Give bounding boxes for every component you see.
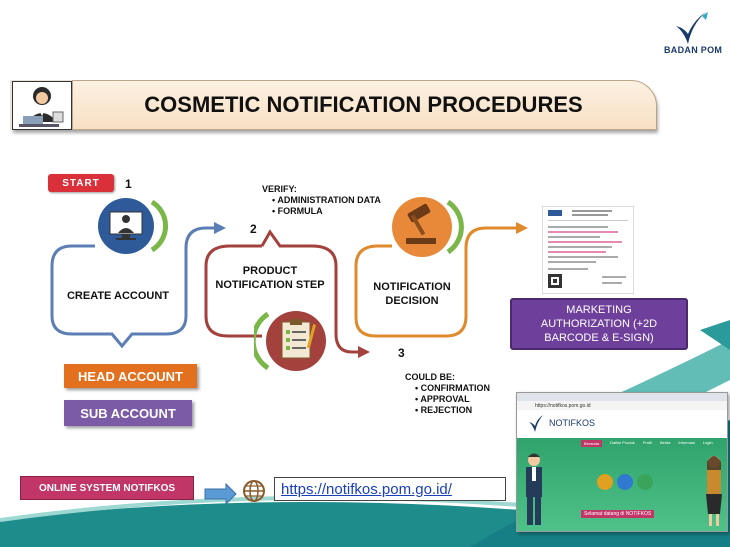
- could-be-item: APPROVAL: [415, 394, 490, 405]
- could-be-items: CONFIRMATION APPROVAL REJECTION: [405, 383, 490, 416]
- verify-item: ADMINISTRATION DATA: [272, 195, 381, 206]
- online-system-label: ONLINE SYSTEM NOTIFKOS: [20, 476, 194, 500]
- notifkos-url-link[interactable]: https://notifkos.pom.go.id/: [281, 480, 452, 498]
- step-2-number: 2: [250, 222, 257, 236]
- certificate-document-icon: [542, 206, 634, 294]
- head-account-button[interactable]: HEAD ACCOUNT: [64, 364, 197, 388]
- businessman-icon: [526, 453, 542, 525]
- site-welcome-text: Selamat datang di NOTIFKOS: [581, 510, 655, 518]
- url-box[interactable]: https://notifkos.pom.go.id/: [274, 477, 506, 501]
- browser-address-bar: https://notifkos.pom.go.id: [517, 401, 727, 410]
- globe-icon: [243, 480, 265, 502]
- verify-item: FORMULA: [272, 206, 381, 217]
- browser-tab-bar: [517, 393, 727, 401]
- computer-user-icon: [98, 198, 169, 254]
- notifkos-brand: NOTIFKOS: [549, 418, 596, 428]
- site-nav-item[interactable]: Daftar Produk: [610, 440, 635, 445]
- notification-decision-line2: DECISION: [385, 295, 439, 307]
- product-notification-step-label: PRODUCT NOTIFICATION STEP: [214, 264, 326, 292]
- site-nav-item[interactable]: Login: [702, 440, 713, 445]
- site-menu-icons: [597, 474, 653, 490]
- could-be-item: CONFIRMATION: [415, 383, 490, 394]
- start-badge: START: [48, 174, 114, 192]
- bpom-logo-icon: [676, 12, 708, 44]
- marketing-authorization-box: MARKETING AUTHORIZATION (+2D BARCODE & E…: [510, 298, 688, 350]
- site-nav-item[interactable]: Beranda: [581, 440, 603, 447]
- site-nav: Beranda Daftar Produk Profil Berita Info…: [517, 438, 727, 447]
- sub-account-button[interactable]: SUB ACCOUNT: [64, 400, 192, 426]
- marketing-line2: AUTHORIZATION (+2D: [540, 318, 658, 330]
- product-notification-step-line2: NOTIFICATION STEP: [215, 279, 325, 291]
- could-be-item: REJECTION: [415, 405, 490, 416]
- step-3-number: 3: [398, 346, 405, 360]
- notification-decision-label: NOTIFICATION DECISION: [366, 280, 458, 308]
- notifkos-logo-icon: [529, 415, 543, 432]
- marketing-line1: MARKETING: [566, 304, 632, 316]
- could-be-list: COULD BE: CONFIRMATION APPROVAL REJECTIO…: [405, 372, 490, 416]
- marketing-line3: BARCODE & E-SIGN): [544, 332, 654, 344]
- notification-decision-line1: NOTIFICATION: [373, 281, 451, 293]
- businesswoman-icon: [706, 456, 722, 526]
- site-header: NOTIFKOS: [517, 410, 727, 438]
- site-nav-item[interactable]: Berita: [659, 440, 671, 445]
- gavel-icon: [392, 197, 464, 257]
- site-nav-item[interactable]: Profil: [642, 440, 652, 445]
- verify-heading: VERIFY:: [262, 184, 297, 194]
- person-at-laptop-icon: [19, 87, 64, 127]
- verify-list: VERIFY: ADMINISTRATION DATA FORMULA: [262, 184, 381, 217]
- product-notification-step-line1: PRODUCT: [242, 265, 298, 277]
- site-hero: Beranda Daftar Produk Profil Berita Info…: [517, 438, 727, 531]
- avatar: [12, 81, 72, 130]
- page-title: COSMETIC NOTIFICATION PROCEDURES: [144, 92, 583, 117]
- notifkos-website-screenshot: https://notifkos.pom.go.id NOTIFKOS Bera…: [516, 392, 728, 532]
- could-be-heading: COULD BE:: [405, 372, 455, 382]
- create-account-label: CREATE ACCOUNT: [66, 290, 170, 302]
- checklist-clipboard-icon: [254, 311, 326, 371]
- bpom-logo-text: BADAN POM: [664, 45, 723, 55]
- header-banner: [72, 80, 657, 130]
- step-1-number: 1: [125, 177, 132, 191]
- browser-address: https://notifkos.pom.go.id: [535, 402, 591, 409]
- verify-items: ADMINISTRATION DATA FORMULA: [262, 195, 381, 217]
- site-nav-item[interactable]: Informasi: [678, 440, 695, 445]
